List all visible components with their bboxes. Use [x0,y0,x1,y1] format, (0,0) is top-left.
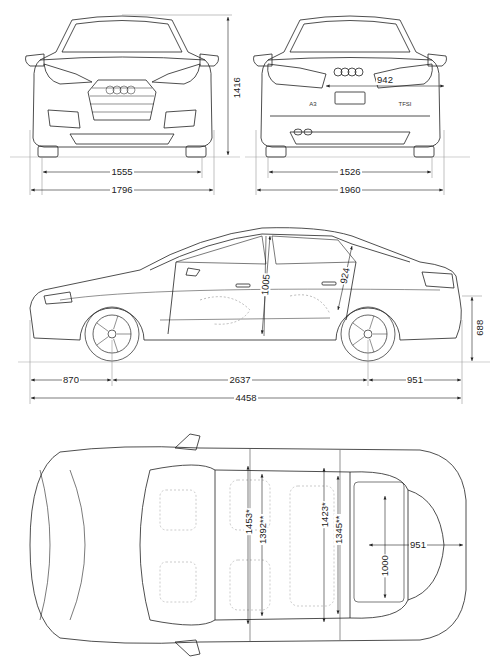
dimension-line [248,466,463,624]
badge-text: A3 [308,101,317,107]
dimension-line [256,86,444,195]
wheel-spoke [353,323,364,331]
wheel-spoke [97,323,108,331]
dimension-value: 1000 [380,554,390,577]
ground-line [10,157,490,362]
overhang-dimension: 951 [406,375,424,385]
width-dimension: 1960 [338,185,361,195]
track-dimension: 1555 [110,167,133,177]
dimension-value: 942 [376,75,394,85]
wheel-spoke [114,339,118,352]
length-dimension: 4458 [234,393,257,403]
wheel-spoke [353,337,364,345]
width-dimension: 1796 [110,185,133,195]
side-view [30,228,461,361]
badge-text: TFSI [398,101,413,107]
wheelbase-dimension: 2637 [228,375,251,385]
interior-width: 1453* [243,509,253,536]
wheel-spoke [114,316,118,329]
interior-width: 1345** [333,515,343,546]
headroom-dimension: 924 [338,266,351,285]
height-dimension: 1416 [232,76,242,99]
wheel-spoke [370,316,374,329]
dimension-value: 951 [409,540,427,550]
wheel-spoke [373,334,387,335]
dimension-line [30,236,482,404]
top-view [30,434,466,656]
interior-width: 1423* [319,502,329,529]
wheel-spoke [117,334,131,335]
front-view [26,16,219,157]
rear-view [254,16,447,157]
wheel-spoke [97,337,108,345]
wheel-spoke [370,339,374,352]
track-dimension: 1526 [338,167,361,177]
dimension-value: 688 [475,319,485,337]
dimension-line [30,15,232,195]
headroom-dimension: 1005 [260,273,271,297]
overhang-dimension: 870 [62,375,80,385]
interior-width: 1392** [257,515,267,546]
